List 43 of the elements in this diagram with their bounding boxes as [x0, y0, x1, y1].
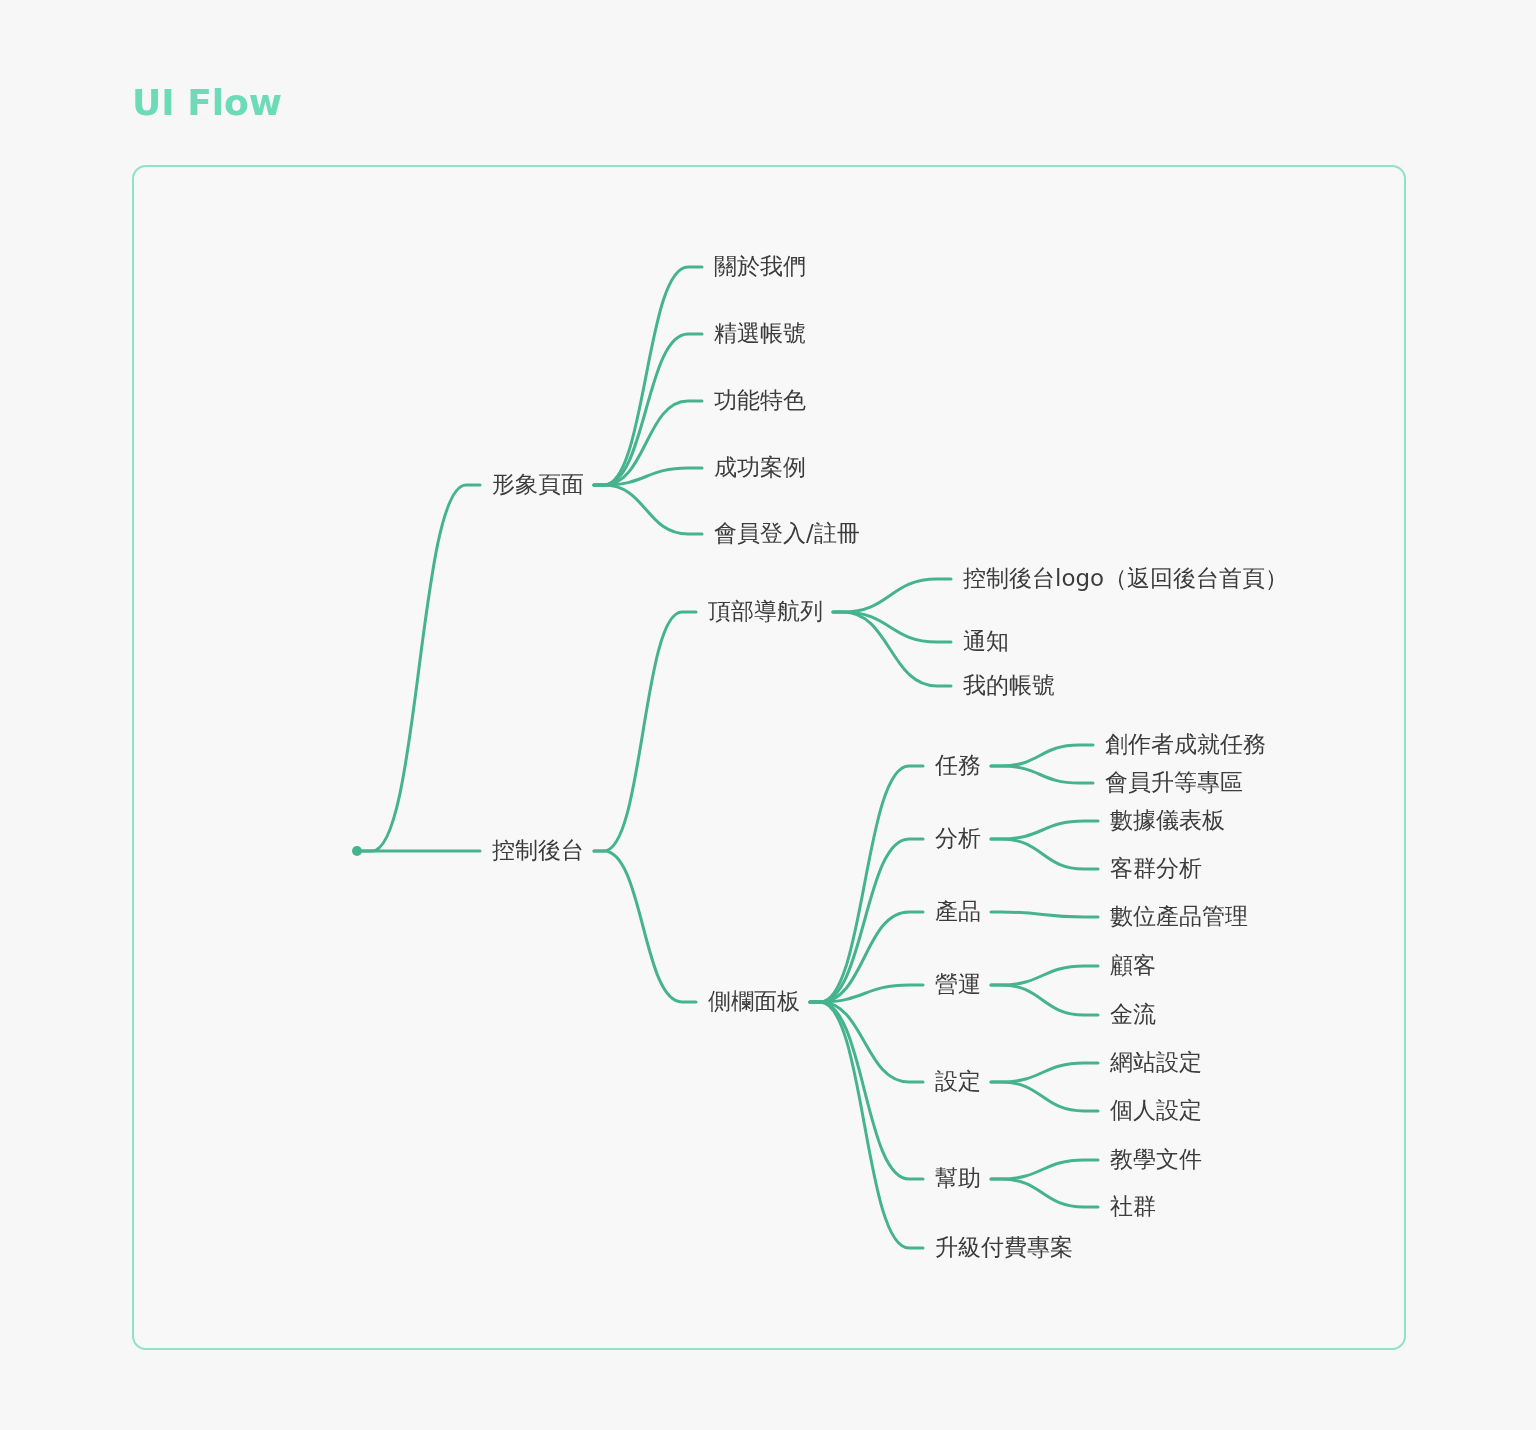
node-label: 幫助 — [935, 1164, 981, 1194]
node-label: 個人設定 — [1110, 1096, 1202, 1126]
node-label: 會員升等專區 — [1105, 768, 1243, 798]
node-label: 精選帳號 — [714, 319, 806, 349]
node-label: 任務 — [935, 751, 981, 781]
connector-line — [592, 483, 704, 536]
node-label: 我的帳號 — [963, 671, 1055, 701]
node-label: 營運 — [935, 970, 981, 1000]
node-label: 教學文件 — [1110, 1145, 1202, 1175]
node-label: 顧客 — [1110, 951, 1156, 981]
node-label: 會員登入/註冊 — [714, 519, 860, 549]
connector-line — [831, 610, 953, 688]
node-label: 設定 — [935, 1067, 981, 1097]
node-label: 社群 — [1110, 1192, 1156, 1222]
node-label: 通知 — [963, 627, 1009, 657]
node-label: 數據儀表板 — [1110, 806, 1225, 836]
node-label: 金流 — [1110, 1000, 1156, 1030]
connector-line — [592, 849, 698, 1004]
node-label: 產品 — [935, 897, 981, 927]
connector-line — [989, 1080, 1100, 1113]
node-label: 數位產品管理 — [1110, 902, 1248, 932]
node-label: 升級付費專案 — [935, 1233, 1073, 1263]
connector-line — [989, 983, 1100, 1017]
connector-line — [360, 849, 482, 853]
node-label: 側欄面板 — [708, 987, 800, 1017]
node-label: 頂部導航列 — [708, 597, 823, 627]
node-label: 分析 — [935, 824, 981, 854]
root-dot — [352, 846, 362, 856]
node-label: 控制後台 — [492, 836, 584, 866]
node-label: 客群分析 — [1110, 854, 1202, 884]
connector-line — [808, 1000, 925, 1250]
node-label: 形象頁面 — [492, 470, 584, 500]
node-label: 功能特色 — [714, 386, 806, 416]
connector-line — [989, 910, 1100, 919]
diagram-title: UI Flow — [132, 82, 283, 123]
connector-line — [989, 1177, 1100, 1209]
node-label: 關於我們 — [714, 252, 806, 282]
connector-line — [989, 837, 1100, 871]
node-label: 成功案例 — [714, 453, 806, 483]
connector-line — [989, 764, 1095, 785]
node-label: 創作者成就任務 — [1105, 730, 1266, 760]
node-label: 網站設定 — [1110, 1048, 1202, 1078]
node-label: 控制後台logo（返回後台首頁） — [963, 564, 1289, 594]
